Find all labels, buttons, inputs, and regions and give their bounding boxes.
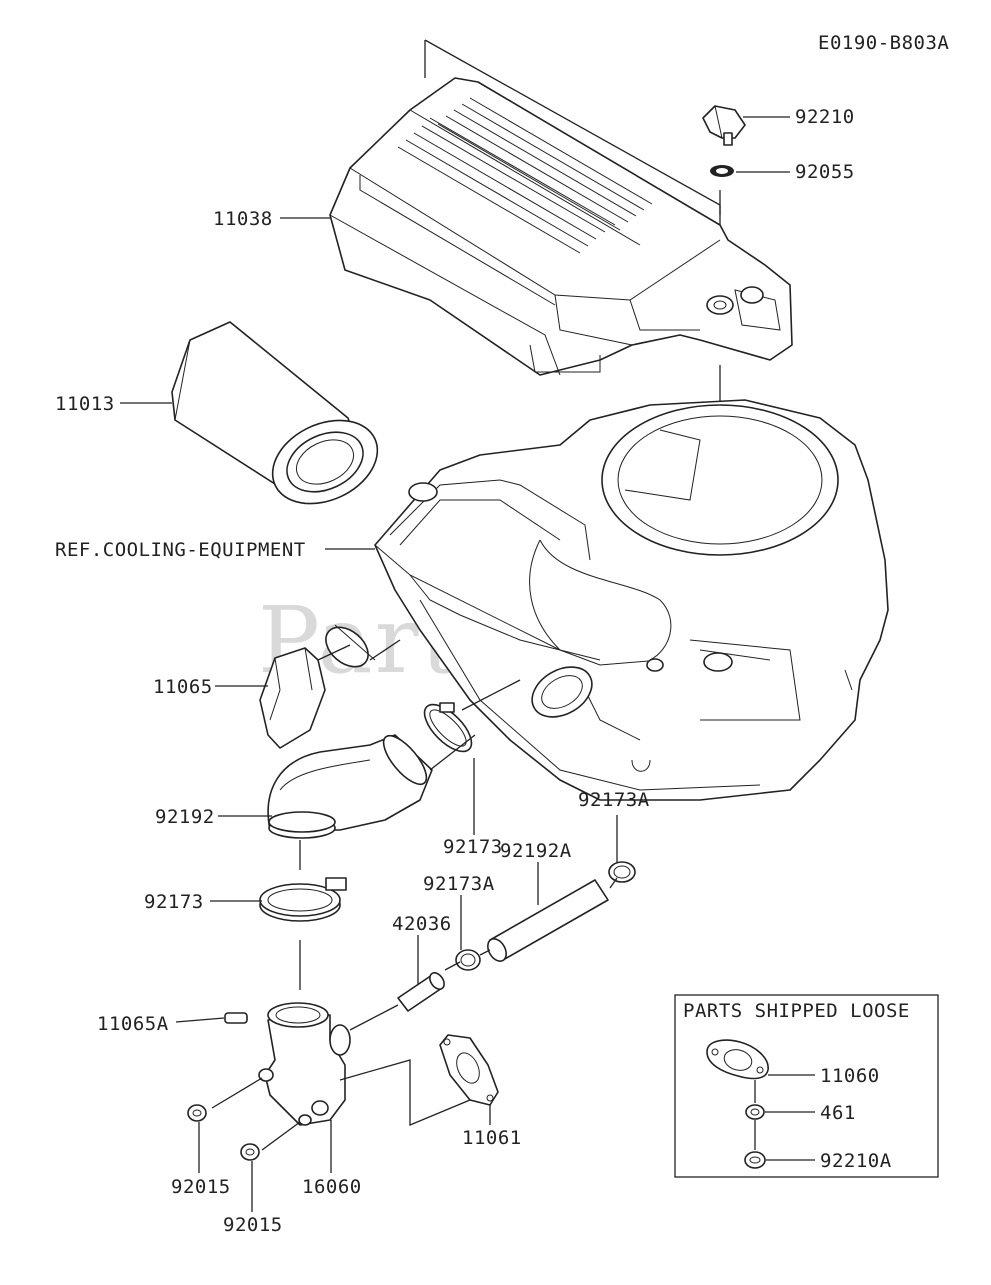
label-11061: 11061: [462, 1127, 522, 1149]
label-92173A-mid: 92173A: [423, 873, 495, 895]
intake-manifold-16060: [258, 1002, 351, 1126]
hose-clamp-92173-upper: [423, 702, 473, 753]
assembly-guide-lines: [211, 639, 618, 1151]
duct-11065: [259, 647, 326, 749]
air-cleaner-cover-11038: [329, 77, 793, 376]
gasket-11061: [439, 1034, 499, 1106]
hose-clamp-92173-lower: [259, 877, 347, 922]
washer-461: [745, 1104, 765, 1120]
label-92210: 92210: [795, 106, 855, 128]
label-92055: 92055: [795, 161, 855, 183]
knob-92210: [702, 105, 746, 146]
label-16060: 16060: [302, 1176, 362, 1198]
diagram-code: E0190-B803A: [818, 32, 949, 54]
hose-clamp-92173A-mid: [455, 949, 481, 971]
pin-11065A: [224, 1012, 248, 1024]
label-92173-upper: 92173: [443, 836, 503, 858]
label-92210A: 92210A: [820, 1150, 892, 1172]
air-filter-11013: [171, 321, 379, 505]
label-ref-cooling-equipment: REF.COOLING-EQUIPMENT: [55, 539, 306, 561]
label-11060: 11060: [820, 1065, 880, 1087]
label-11065: 11065: [153, 676, 213, 698]
label-11038: 11038: [213, 208, 273, 230]
label-11013: 11013: [55, 393, 115, 415]
pipe-42036: [397, 972, 445, 1012]
leader-lines: [120, 116, 790, 1212]
hose-clamp-92173A-right: [608, 861, 636, 883]
hose-92192A: [487, 879, 609, 962]
label-92173A-right: 92173A: [578, 789, 650, 811]
nut-92210A: [744, 1151, 766, 1169]
label-92173-left: 92173: [144, 891, 204, 913]
nut-92015-a: [187, 1104, 207, 1122]
gasket-11060: [706, 1039, 769, 1080]
label-11065A: 11065A: [97, 1013, 169, 1035]
label-92015-b: 92015: [223, 1214, 283, 1236]
cooling-equipment-housing: [374, 399, 889, 801]
nut-92015-b: [240, 1143, 260, 1161]
box-title: PARTS SHIPPED LOOSE: [683, 1000, 910, 1022]
label-461: 461: [820, 1102, 856, 1124]
label-42036: 42036: [392, 913, 452, 935]
elbow-hose-92192: [267, 734, 433, 839]
label-92015-a: 92015: [171, 1176, 231, 1198]
washer-92055: [710, 165, 734, 177]
parts-shipped-loose-box: PARTS SHIPPED LOOSE 11060 461 92210A: [674, 994, 939, 1178]
label-92192A: 92192A: [500, 840, 572, 862]
label-92192: 92192: [155, 806, 215, 828]
